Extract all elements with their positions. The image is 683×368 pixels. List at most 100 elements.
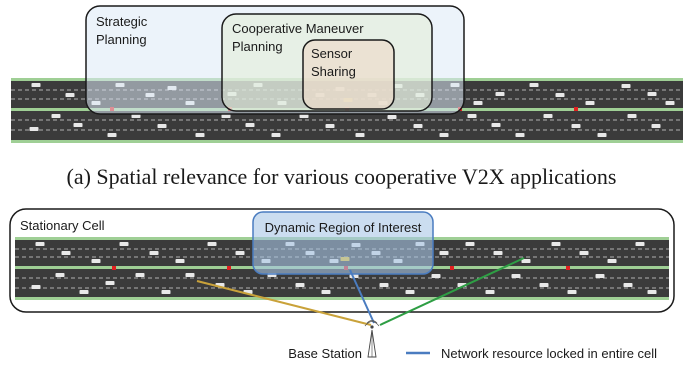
vehicle: [157, 124, 167, 128]
vehicle: [539, 283, 549, 287]
region-sensor-box: [302, 39, 395, 110]
panel-b: Stationary Cell Dynamic Region of Intere…: [9, 208, 675, 361]
vehicle: [29, 127, 39, 131]
radio-wave-icon: [366, 320, 378, 324]
radio-wave-icon: [364, 321, 380, 327]
vehicle: [543, 114, 553, 118]
vehicle: [515, 133, 525, 137]
vehicle: [31, 285, 41, 289]
link-blue: [349, 269, 375, 324]
link-green: [379, 257, 525, 326]
vehicle: [325, 124, 335, 128]
vehicle: [135, 273, 145, 277]
vehicle: [355, 133, 365, 137]
region-sensor-label-line1: Sensor: [311, 46, 353, 61]
vehicle: [597, 133, 607, 137]
vehicle: [431, 274, 441, 278]
region-cooperative-label-line1: Cooperative Maneuver: [232, 21, 364, 36]
vehicle: [31, 83, 41, 87]
vehicle: [439, 251, 449, 255]
vehicle: [195, 133, 205, 137]
vehicle: [571, 124, 581, 128]
vehicle: [585, 101, 595, 105]
vehicle: [35, 242, 45, 246]
vehicle: [175, 259, 185, 263]
vehicle: [65, 93, 75, 97]
vehicle: [295, 283, 305, 287]
dynamic-region-of-interest: Dynamic Region of Interest: [252, 211, 434, 275]
vehicle: [621, 84, 631, 88]
vehicle: [551, 242, 561, 246]
caption-a: (a) Spatial relevance for various cooper…: [67, 164, 617, 189]
vehicle: [235, 251, 245, 255]
legend-text: Network resource locked in entire cell: [441, 346, 657, 361]
roadside-unit-marker: [574, 107, 578, 111]
region-strategic-label-line2: Planning: [96, 32, 147, 47]
vehicle: [61, 251, 71, 255]
vehicle: [521, 259, 531, 263]
road-edge-bottom: [11, 140, 683, 143]
vehicle: [491, 123, 501, 127]
roadside-unit-marker: [566, 266, 570, 270]
vehicle: [271, 133, 281, 137]
vehicle: [647, 290, 657, 294]
vehicle: [651, 124, 661, 128]
vehicle: [465, 242, 475, 246]
base-station-label: Base Station: [288, 346, 362, 361]
vehicle: [379, 283, 389, 287]
region-strategic-label-line1: Strategic: [96, 14, 148, 29]
antenna-tip: [370, 325, 374, 329]
roadside-unit-marker: [227, 266, 231, 270]
vehicle: [131, 114, 141, 118]
roi-box: [252, 211, 434, 275]
vehicle: [221, 114, 231, 118]
v2x-links: [196, 257, 525, 326]
roi-label: Dynamic Region of Interest: [265, 220, 422, 235]
stationary-cell-box: [9, 208, 675, 313]
vehicle: [107, 133, 117, 137]
link-gold: [196, 280, 372, 326]
stationary-cell-label: Stationary Cell: [20, 218, 105, 233]
vehicle: [91, 259, 101, 263]
region-sensor-label-line2: Sharing: [311, 64, 356, 79]
vehicle: [161, 290, 171, 294]
vehicle: [185, 273, 195, 277]
vehicle: [647, 92, 657, 96]
vehicle: [413, 124, 423, 128]
vehicle: [529, 83, 539, 87]
panel-a: Strategic Planning Cooperative Maneuver …: [11, 5, 683, 189]
legend: Network resource locked in entire cell: [406, 346, 657, 361]
vehicle: [511, 274, 521, 278]
vehicle: [299, 114, 309, 118]
vehicle: [579, 251, 589, 255]
vehicle: [495, 92, 505, 96]
region-sensor-sharing: Sensor Sharing: [302, 39, 395, 110]
vehicle: [567, 290, 577, 294]
vehicle: [55, 273, 65, 277]
roadside-unit-marker: [450, 266, 454, 270]
vehicle: [105, 281, 115, 285]
vehicle: [439, 133, 449, 137]
vehicle: [387, 115, 397, 119]
vehicle: [245, 123, 255, 127]
vehicle: [73, 123, 83, 127]
vehicle: [321, 290, 331, 294]
vehicle: [595, 274, 605, 278]
vehicle: [555, 93, 565, 97]
vehicle: [485, 290, 495, 294]
vehicle: [119, 242, 129, 246]
vehicle: [607, 259, 617, 263]
road-edge-bottom: [15, 297, 669, 300]
vehicle: [149, 251, 159, 255]
vehicle: [207, 242, 217, 246]
vehicle: [635, 242, 645, 246]
vehicle: [493, 251, 503, 255]
vehicle: [623, 283, 633, 287]
base-station-icon: [364, 320, 380, 358]
roadside-unit-marker: [112, 266, 116, 270]
vehicle: [665, 101, 675, 105]
vehicle: [467, 114, 477, 118]
vehicle: [79, 290, 89, 294]
vehicle: [627, 114, 637, 118]
